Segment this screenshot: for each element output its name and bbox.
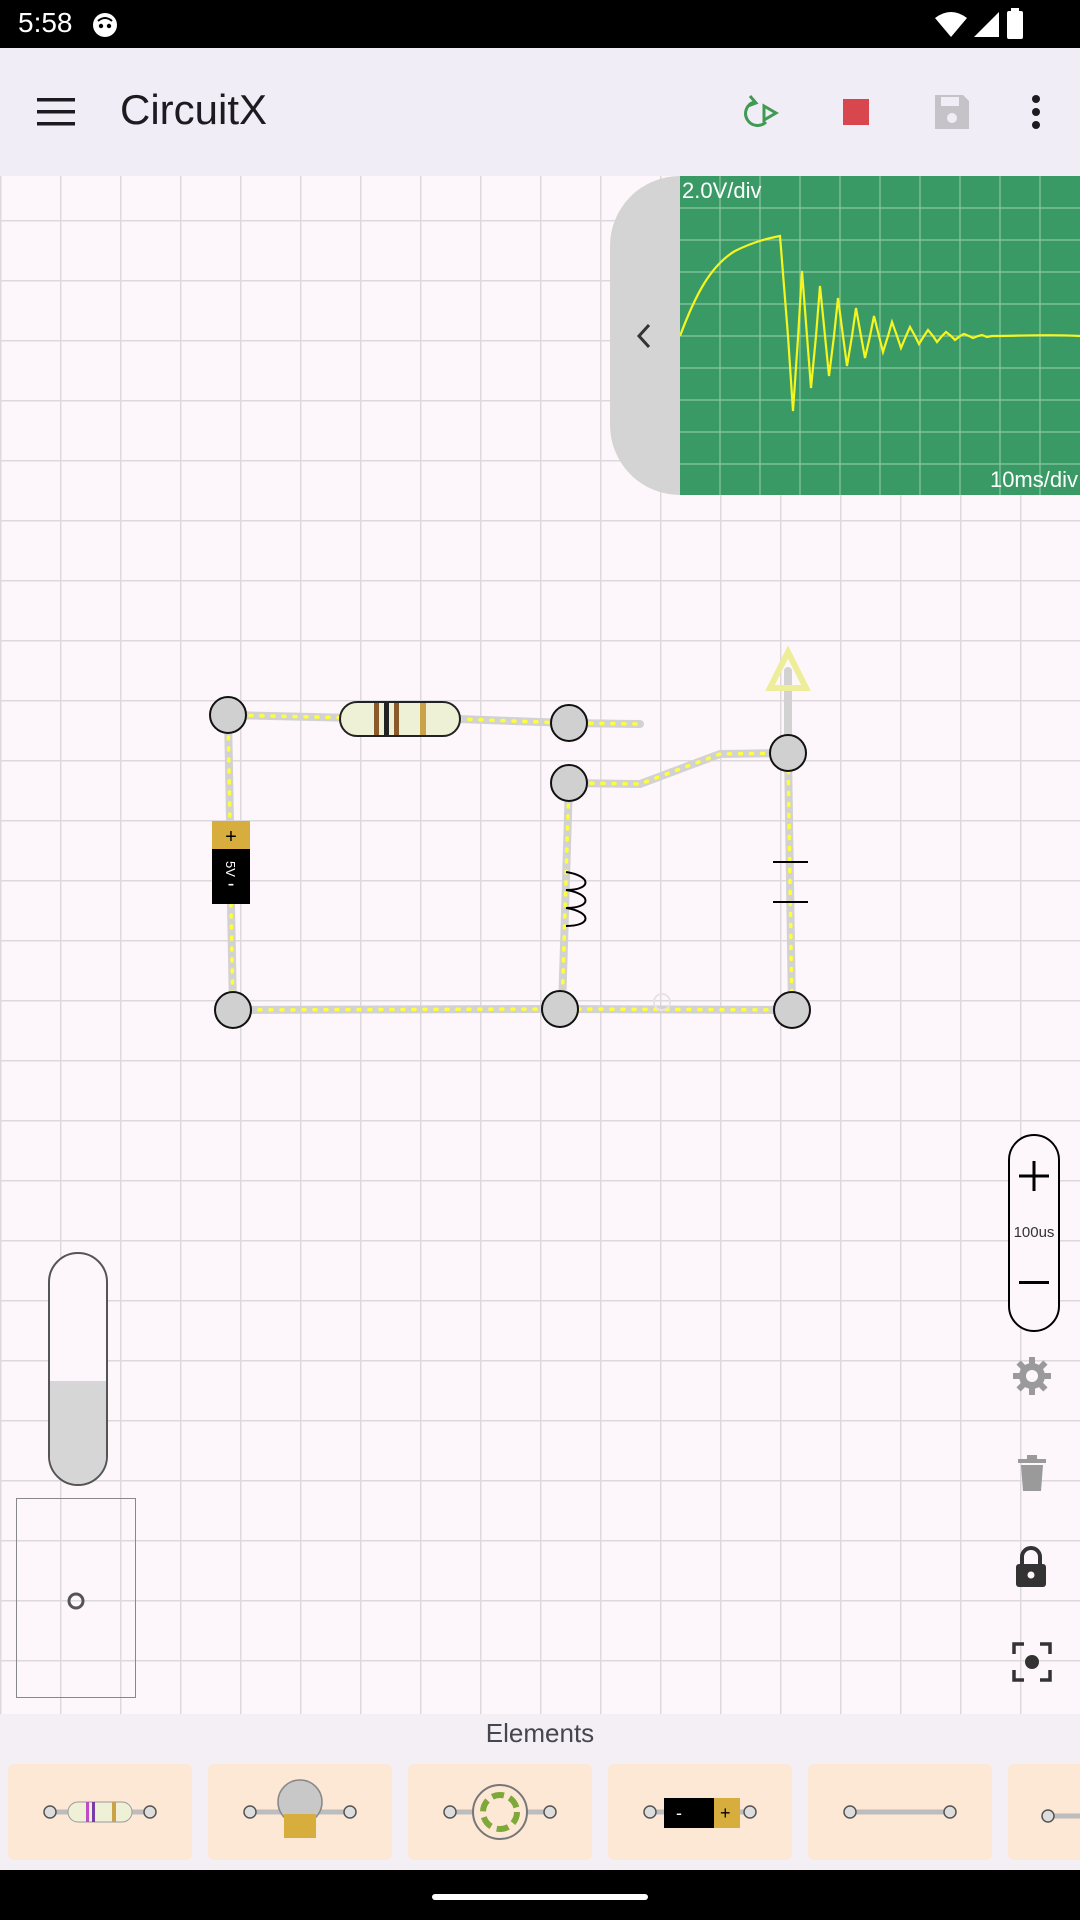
oscilloscope-graph <box>680 176 1080 495</box>
element-battery-minus: - <box>676 1803 682 1823</box>
speed-slider-fill <box>50 1380 106 1484</box>
ac-source-icon <box>443 1784 557 1840</box>
app-title: CircuitX <box>120 86 268 133</box>
more-options-button[interactable] <box>996 72 1076 152</box>
zoom-in-icon[interactable] <box>1018 1160 1050 1192</box>
circuit-diagram[interactable]: + - 5V <box>0 176 1080 1714</box>
element-lamp[interactable] <box>208 1764 392 1860</box>
partial-element-icon <box>1041 1809 1080 1823</box>
element-wire[interactable] <box>808 1764 992 1860</box>
chevron-left-icon <box>636 323 651 349</box>
resistor-component[interactable] <box>339 701 461 737</box>
simulation-speed-slider[interactable] <box>48 1252 108 1486</box>
save-icon <box>935 95 969 129</box>
hidden-node-icon <box>653 993 671 1011</box>
element-resistor[interactable] <box>8 1764 192 1860</box>
elements-title: Elements <box>485 1718 595 1748</box>
cellular-signal-icon <box>974 12 999 37</box>
circuit-canvas[interactable]: 2.0V/div 10ms/div <box>0 176 1080 1714</box>
lock-icon[interactable] <box>1014 1546 1048 1588</box>
save-button[interactable] <box>912 72 992 152</box>
zoom-out-icon[interactable] <box>1018 1280 1050 1286</box>
stop-icon <box>843 99 869 125</box>
battery-component[interactable]: + - 5V <box>212 821 250 904</box>
battery-voltage-label: 5V <box>223 861 238 877</box>
volts-per-div-label: 2.0V/div <box>682 178 762 203</box>
element-battery-plus: + <box>720 1803 731 1823</box>
stop-simulation-button[interactable] <box>816 72 896 152</box>
battery-minus-label: - <box>228 873 235 895</box>
battery-icon: - + <box>643 1798 757 1828</box>
element-more[interactable] <box>1008 1764 1080 1860</box>
current-dots <box>226 713 794 1012</box>
status-time: 5:58 <box>18 7 73 38</box>
element-ac-source[interactable] <box>408 1764 592 1860</box>
home-gesture-handle[interactable] <box>432 1894 648 1900</box>
zoom-control: 100us <box>1008 1134 1060 1332</box>
app-bar: CircuitX <box>0 48 1080 176</box>
capacitor-component[interactable] <box>773 861 808 903</box>
delete-icon[interactable] <box>1016 1454 1048 1492</box>
minimap[interactable] <box>16 1498 136 1698</box>
center-focus-icon[interactable] <box>1012 1642 1052 1682</box>
element-battery[interactable]: - + <box>608 1764 792 1860</box>
inductor-component[interactable] <box>565 871 587 927</box>
time-per-div-label: 10ms/div <box>989 467 1078 492</box>
time-step-label: 100us <box>1013 1224 1055 1241</box>
battery-status-icon <box>1007 8 1023 39</box>
oscilloscope-display: 2.0V/div 10ms/div <box>680 176 1080 495</box>
oscilloscope-trace <box>680 234 1080 412</box>
status-bar: 5:58 <box>0 0 1080 48</box>
notification-app-icon <box>93 13 117 37</box>
wifi-icon <box>935 12 967 37</box>
battery-plus-label: + <box>225 826 237 848</box>
replay-icon <box>744 95 779 127</box>
settings-gear-icon[interactable] <box>1012 1356 1052 1396</box>
menu-button[interactable] <box>16 72 96 152</box>
restart-simulation-button[interactable] <box>720 72 800 152</box>
elements-panel: Elements - + <box>0 1714 1080 1870</box>
circuit-nodes[interactable] <box>209 696 811 1029</box>
voltage-probe-icon[interactable] <box>765 645 811 691</box>
hamburger-menu-icon <box>37 98 75 126</box>
wire-icon <box>843 1805 957 1819</box>
lamp-icon <box>243 1779 357 1838</box>
navigation-bar <box>0 1870 1080 1920</box>
minimap-viewport-marker <box>67 1592 85 1610</box>
wires[interactable] <box>224 667 796 1014</box>
more-vertical-icon <box>1032 95 1040 129</box>
resistor-icon <box>43 1801 157 1823</box>
